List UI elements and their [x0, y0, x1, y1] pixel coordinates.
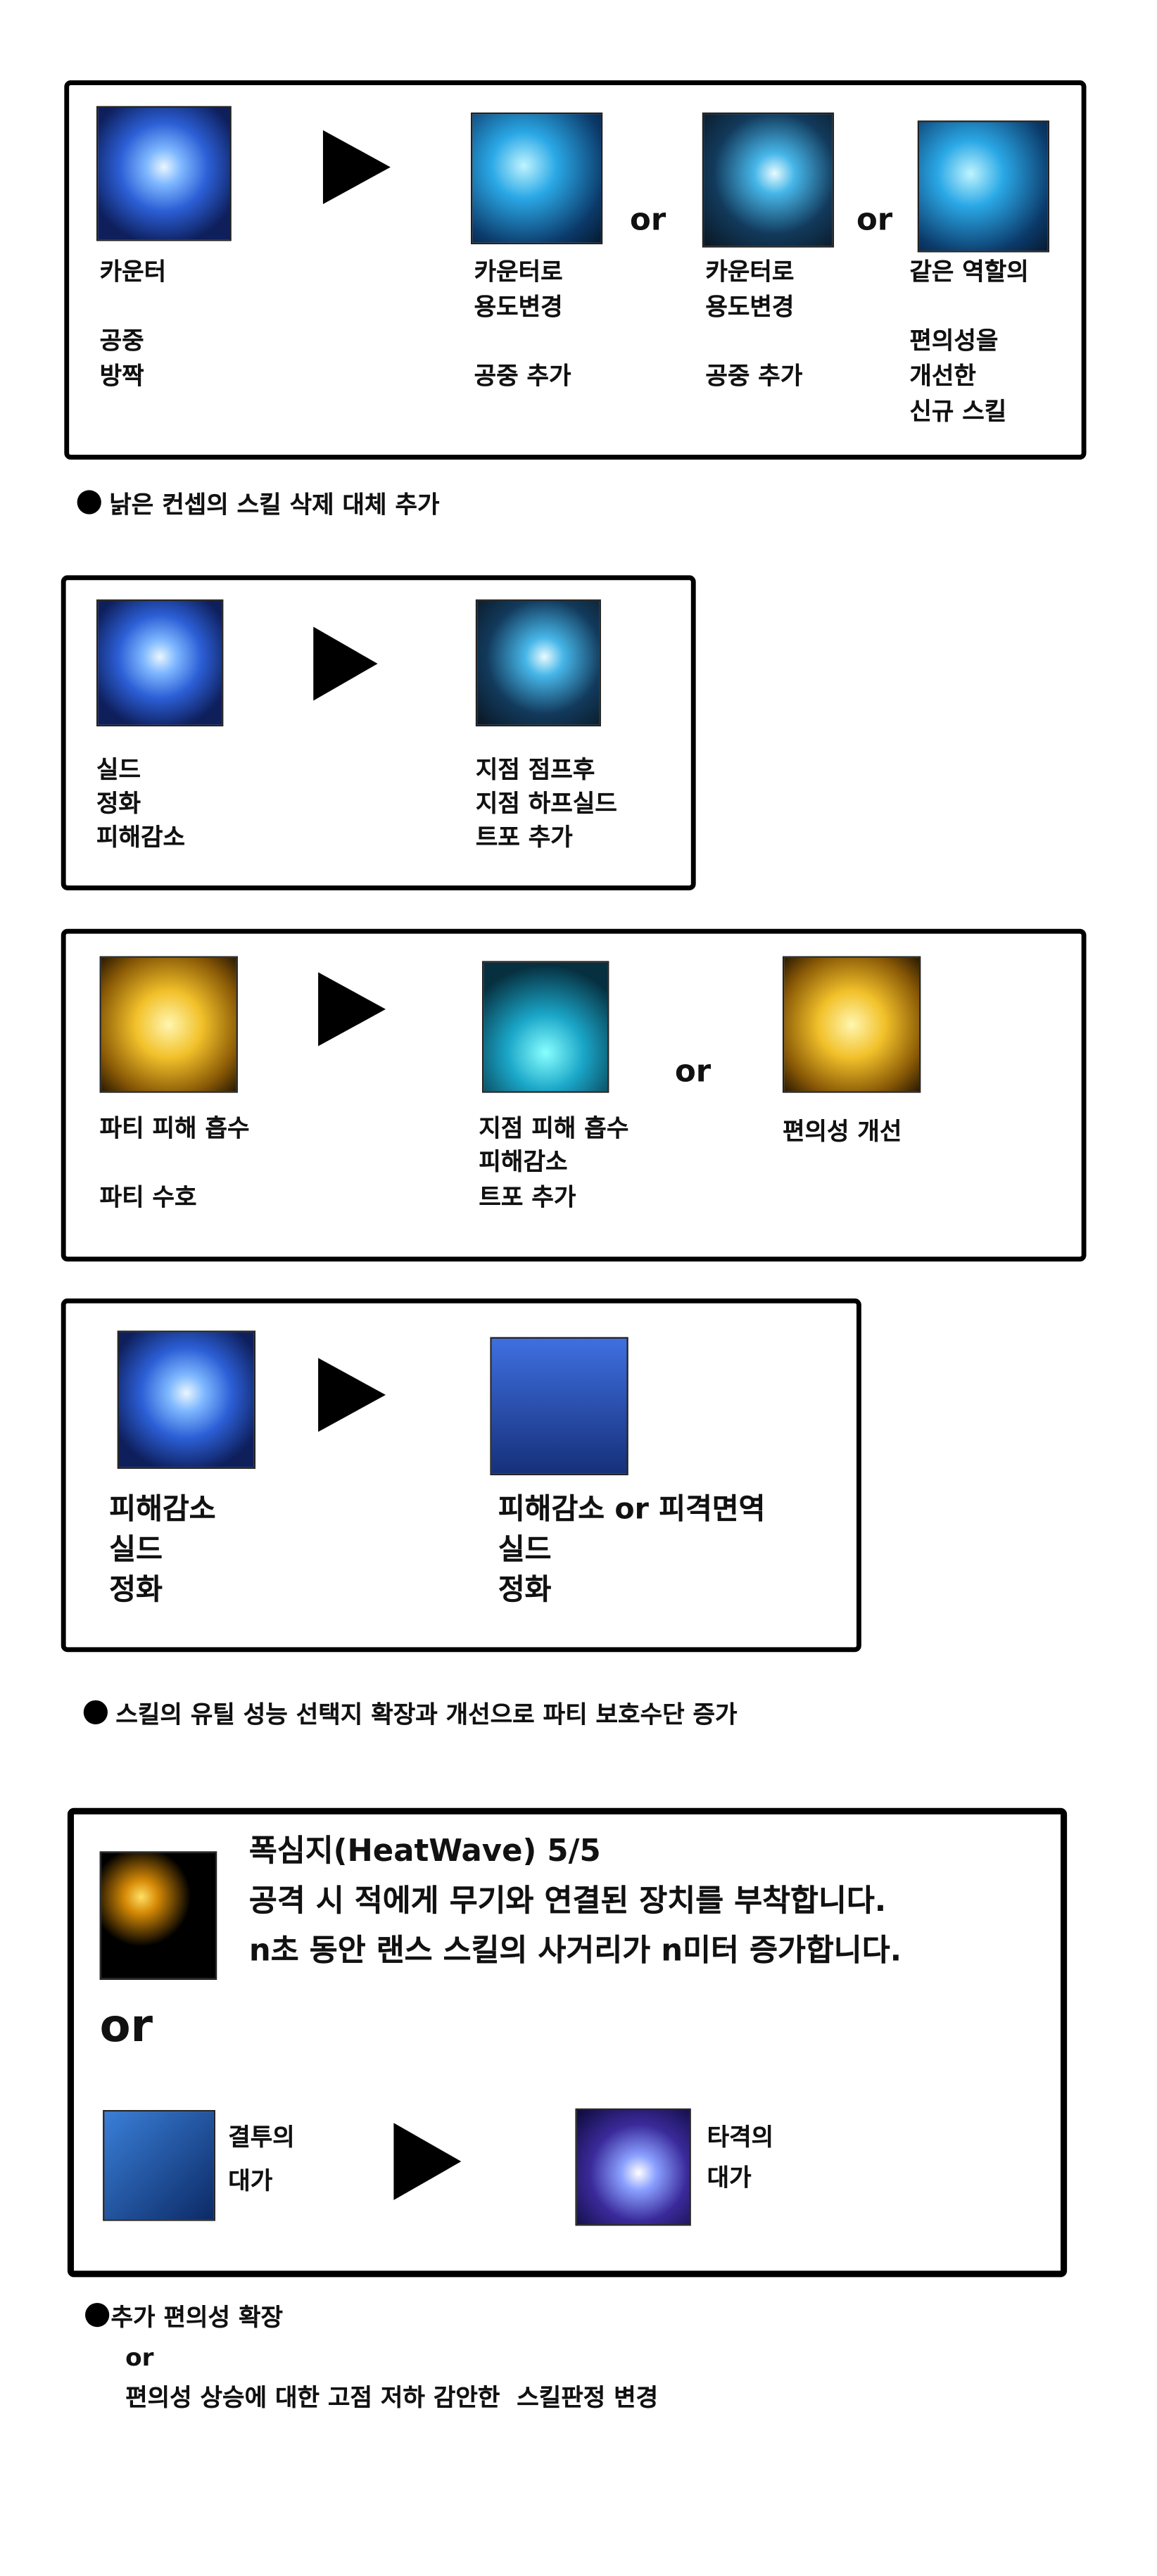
- skill-text: 피해감소: [96, 823, 186, 852]
- ground-strike-skill-icon: [475, 599, 601, 727]
- footer-text: 편의성 상승에 대한 고점 저하 감안한 스킬판정 변경: [125, 2383, 659, 2413]
- skill-text: 지점 하프실드: [475, 789, 617, 819]
- bullet-text: 스킬의 유틸 성능 선택지 확장과 개선으로 파티 보호수단 증가: [115, 1700, 738, 1729]
- skill-text: 실드: [96, 755, 141, 785]
- duel-price-skill-icon: [103, 2109, 215, 2221]
- skill-text: 실드: [109, 1533, 163, 1567]
- crest-shield-skill-icon: [490, 1337, 628, 1476]
- bullet-text: 낡은 컨셉의 스킬 삭제 대체 추가: [109, 490, 440, 519]
- skill-text: 피해감소 or 피격면역: [498, 1493, 766, 1527]
- skill-text: 카운터: [99, 257, 167, 286]
- skill-text: 지점 피해 흡수: [479, 1113, 629, 1143]
- arrow-right-icon: [318, 1358, 386, 1432]
- ground-barrier-skill-icon: [481, 961, 609, 1093]
- bullet-dot-icon: [77, 490, 101, 514]
- skill-text: 용도변경: [474, 292, 563, 322]
- bullet-dot-icon: [85, 2302, 110, 2328]
- or-label: or: [674, 1054, 712, 1090]
- skill-text: 용도변경: [705, 292, 795, 322]
- skill-text: 트포 추가: [479, 1182, 576, 1212]
- skill-text: 대가: [228, 2166, 273, 2195]
- skill-text: 트포 추가: [475, 823, 573, 852]
- air-slash-skill-icon: [471, 112, 603, 245]
- golden-barrier-skill-icon: [99, 956, 238, 1093]
- skill-text: 파티 피해 흡수: [99, 1113, 250, 1143]
- or-label: or: [856, 202, 893, 238]
- or-label: or: [630, 202, 666, 238]
- skill-text: 타격의: [707, 2123, 774, 2152]
- or-label: or: [99, 1999, 153, 2052]
- arrow-right-icon: [313, 626, 378, 701]
- skill-text: 공중: [99, 326, 144, 355]
- skill-text: 방짝: [99, 361, 144, 391]
- skill-title: 폭심지(HeatWave) 5/5: [248, 1833, 601, 1869]
- skill-text: 결투의: [228, 2123, 295, 2152]
- shield-orb-skill-icon: [96, 599, 224, 727]
- skill-text: 개선한: [909, 361, 976, 391]
- skill-text: 실드: [498, 1533, 552, 1567]
- bullet-note: 추가 편의성 확장: [85, 2302, 283, 2335]
- skill-text: 정화: [96, 789, 141, 819]
- spear-thrust-skill-icon: [917, 120, 1049, 253]
- skill-text: 카운터로: [705, 257, 795, 286]
- skill-text: 지점 점프후: [475, 755, 595, 785]
- arrow-right-icon: [318, 972, 386, 1047]
- skill-text: 편의성을: [909, 326, 999, 355]
- skill-text: 파티 수호: [99, 1182, 197, 1212]
- skill-text: 편의성 개선: [782, 1116, 902, 1146]
- heatwave-skill-icon: [99, 1851, 217, 1981]
- or-label: or: [125, 2343, 154, 2373]
- arrow-right-icon: [322, 130, 391, 204]
- skill-text: 신규 스킬: [909, 396, 1007, 427]
- bullet-text: 추가 편의성 확장: [110, 2302, 283, 2332]
- ground-strike-skill-icon: [702, 112, 835, 248]
- strike-price-skill-icon: [575, 2108, 691, 2226]
- bullet-dot-icon: [83, 1700, 108, 1724]
- skill-text: 정화: [109, 1573, 163, 1608]
- counter-skill-icon: [96, 106, 232, 241]
- skill-text: 피해감소: [479, 1147, 568, 1177]
- skill-description: 공격 시 적에게 무기와 연결된 장치를 부착합니다.: [248, 1883, 887, 1919]
- skill-text: 같은 역할의: [909, 257, 1029, 286]
- skill-text: 정화: [498, 1573, 552, 1608]
- skill-text: 카운터로: [474, 257, 563, 286]
- section5-box: [67, 1807, 1068, 2278]
- skill-text: 공중 추가: [474, 361, 571, 391]
- skill-text: 대가: [707, 2163, 752, 2192]
- skill-text: 공중 추가: [705, 361, 803, 391]
- arrow-right-icon: [393, 2123, 462, 2200]
- skill-description: n초 동안 랜스 스킬의 사거리가 n미터 증가합니다.: [248, 1933, 902, 1969]
- bullet-note: 낡은 컨셉의 스킬 삭제 대체 추가: [77, 488, 440, 522]
- bullet-note: 스킬의 유틸 성능 선택지 확장과 개선으로 파티 보호수단 증가: [83, 1698, 738, 1732]
- shield-orb-skill-icon: [117, 1330, 256, 1469]
- skill-text: 피해감소: [109, 1493, 216, 1527]
- golden-barrier-skill-icon: [782, 956, 921, 1093]
